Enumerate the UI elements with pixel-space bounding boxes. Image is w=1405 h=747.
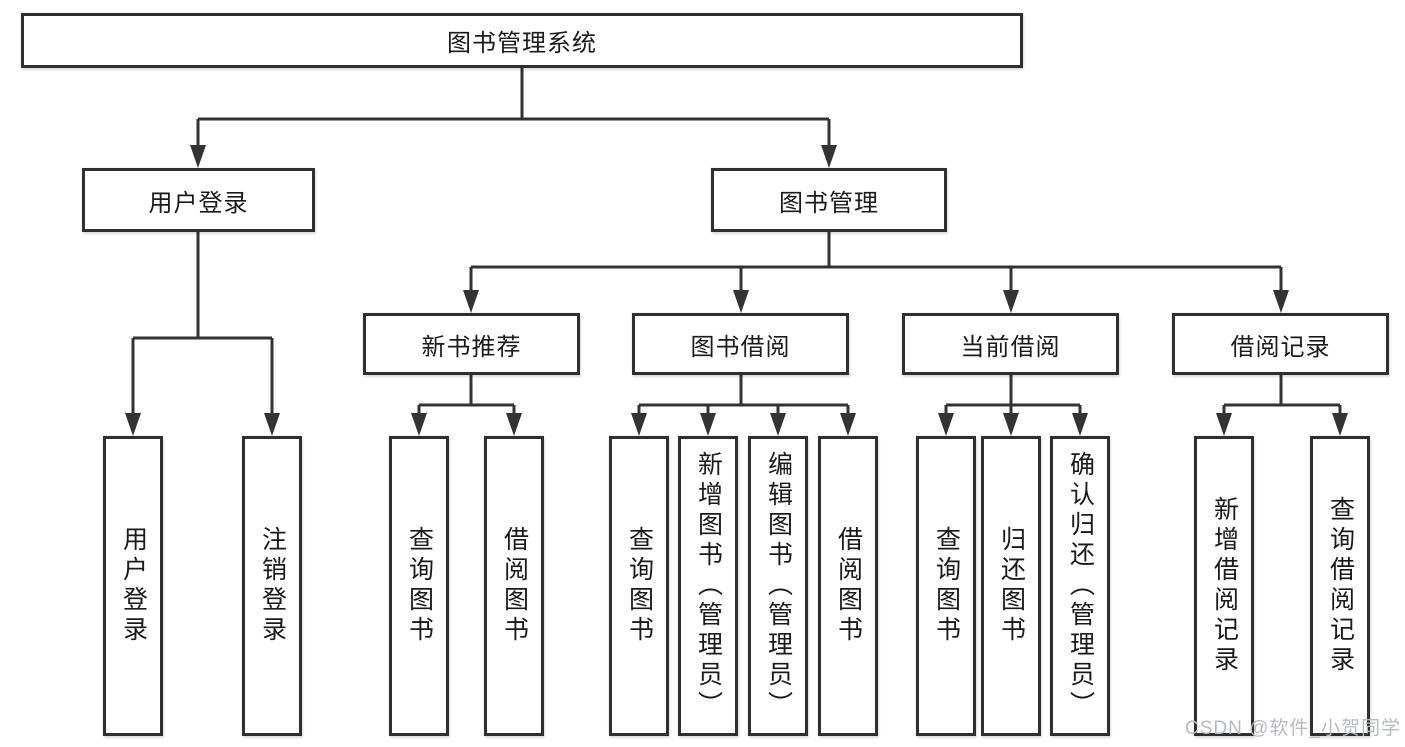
node-label: 查询图书 (625, 526, 654, 646)
node-label: 借阅记录 (1230, 333, 1331, 361)
arrowhead-icons (125, 145, 1348, 436)
arrow-down-icon (938, 413, 954, 436)
leaf-borrow-books-borrow: 借阅图书 (818, 436, 878, 736)
node-new-book-recommendation: 新书推荐 (363, 313, 580, 375)
arrow-down-icon (1273, 290, 1289, 313)
node-label: 图书管理系统 (447, 30, 597, 57)
node-library-management-system: 图书管理系统 (21, 13, 1023, 68)
node-book-management: 图书管理 (711, 168, 947, 232)
arrow-down-icon (463, 290, 479, 313)
node-label: 新增借阅记录 (1210, 496, 1239, 676)
leaf-query-books-current: 查询图书 (916, 436, 976, 736)
node-label: 用户登录 (119, 526, 148, 646)
watermark: CSDN @软件_小贺同学 (1185, 718, 1401, 739)
connector-path (131, 68, 1342, 415)
leaf-logout: 注销登录 (242, 436, 302, 736)
leaf-add-book-admin: 新增图书（管理员） (678, 436, 738, 736)
leaf-query-books-borrow: 查询图书 (609, 436, 669, 736)
node-label: 借阅图书 (834, 526, 863, 646)
leaf-add-borrow-record: 新增借阅记录 (1194, 436, 1254, 736)
node-book-borrowing: 图书借阅 (632, 313, 849, 375)
arrow-down-icon (125, 413, 141, 436)
arrow-down-icon (821, 145, 837, 168)
arrow-down-icon (631, 413, 647, 436)
node-label: 确认归还（管理员） (1066, 451, 1095, 721)
arrow-down-icon (1072, 413, 1088, 436)
arrow-down-icon (840, 413, 856, 436)
node-current-borrowing: 当前借阅 (902, 313, 1119, 375)
node-user-login: 用户登录 (82, 168, 315, 232)
leaf-query-books-recommend: 查询图书 (389, 436, 449, 736)
arrow-down-icon (1003, 413, 1019, 436)
leaf-query-borrow-record: 查询借阅记录 (1310, 436, 1370, 736)
arrow-down-icon (1216, 413, 1232, 436)
arrow-down-icon (770, 413, 786, 436)
arrow-down-icon (411, 413, 427, 436)
leaf-user-login: 用户登录 (103, 436, 163, 736)
arrow-down-icon (700, 413, 716, 436)
arrow-down-icon (733, 290, 749, 313)
node-label: 当前借阅 (960, 333, 1061, 361)
leaf-return-books: 归还图书 (981, 436, 1041, 736)
node-label: 查询借阅记录 (1326, 496, 1355, 676)
node-label: 查询图书 (405, 526, 434, 646)
node-label: 新书推荐 (421, 333, 522, 361)
node-label: 借阅图书 (500, 526, 529, 646)
node-label: 图书借阅 (690, 333, 791, 361)
node-borrowing-records: 借阅记录 (1172, 313, 1389, 375)
leaf-borrow-books-recommend: 借阅图书 (484, 436, 544, 736)
node-label: 编辑图书（管理员） (764, 451, 793, 721)
arrow-down-icon (506, 413, 522, 436)
node-label: 注销登录 (258, 526, 287, 646)
leaf-confirm-return-admin: 确认归还（管理员） (1050, 436, 1110, 736)
node-label: 新增图书（管理员） (694, 451, 723, 721)
leaf-edit-book-admin: 编辑图书（管理员） (748, 436, 808, 736)
arrow-down-icon (1003, 290, 1019, 313)
node-label: 查询图书 (932, 526, 961, 646)
node-label: 图书管理 (779, 189, 879, 217)
arrow-down-icon (264, 413, 280, 436)
node-label: 用户登录 (148, 189, 249, 217)
arrow-down-icon (1332, 413, 1348, 436)
arrow-down-icon (190, 145, 206, 168)
node-label: 归还图书 (997, 526, 1026, 646)
